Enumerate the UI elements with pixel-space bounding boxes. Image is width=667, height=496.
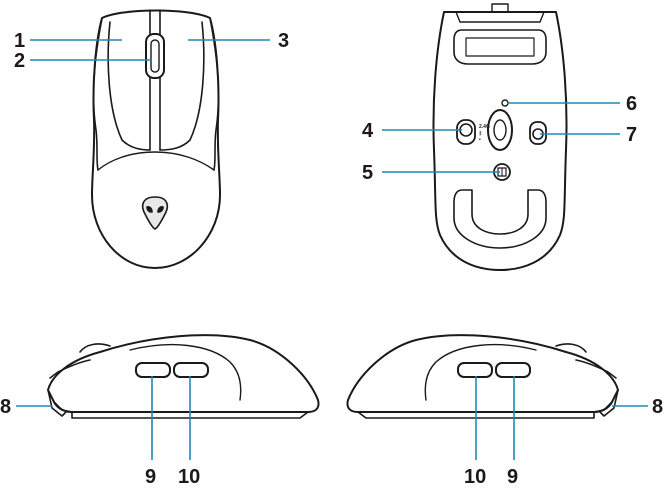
callout-10-left: 10	[178, 466, 200, 488]
callout-9-left: 9	[145, 466, 156, 488]
callout-10-right: 10	[464, 466, 486, 488]
callout-5: 5	[362, 162, 373, 184]
mouse-top-view	[91, 9, 221, 269]
callout-8-left: 8	[0, 396, 11, 418]
mode-switch-labels: 2.4G ᛒ •	[479, 124, 490, 143]
callout-9-right: 9	[507, 466, 518, 488]
mouse-bottom-view	[432, 3, 568, 271]
mouse-right-side-view	[346, 334, 619, 419]
callout-numbers: 1 2 3 4 5 6 7 8 9 10 10 9 8	[0, 30, 663, 488]
callout-2: 2	[14, 50, 25, 72]
alien-head-icon	[141, 196, 169, 230]
switch-label-2.4g: 2.4G	[479, 124, 490, 130]
bluetooth-icon: ᛒ	[479, 130, 482, 137]
callout-6: 6	[626, 93, 637, 115]
callout-3: 3	[278, 30, 289, 52]
callout-4: 4	[362, 120, 374, 142]
switch-label-off: •	[479, 137, 481, 143]
callout-7: 7	[626, 124, 637, 146]
callout-1: 1	[14, 30, 25, 52]
callout-8-right: 8	[652, 396, 663, 418]
mouse-left-side-view	[47, 334, 320, 419]
leader-lines	[16, 39, 648, 460]
